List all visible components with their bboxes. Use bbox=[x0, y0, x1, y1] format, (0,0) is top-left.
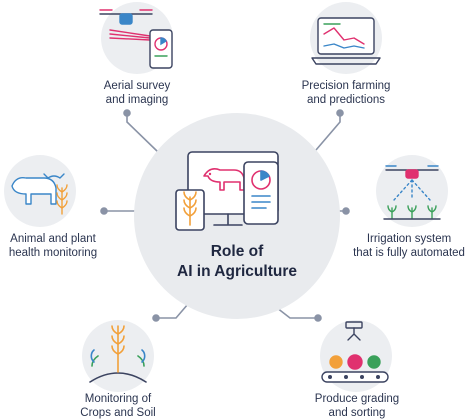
label-animal-line2: health monitoring bbox=[8, 247, 98, 259]
label-aerial: Aerial survey and imaging bbox=[82, 79, 192, 107]
label-animal-line1: Animal and plant bbox=[10, 233, 96, 245]
label-irrigation: Irrigation system that is fully automate… bbox=[346, 232, 472, 260]
wheat-soil-icon bbox=[89, 325, 147, 383]
center-illustration-icon bbox=[175, 151, 279, 231]
center-title: Role of AI in Agriculture bbox=[137, 242, 337, 282]
connector-aerial bbox=[126, 113, 159, 153]
label-crops-line1: Monitoring of bbox=[84, 393, 152, 405]
conveyor-fruit-icon bbox=[321, 321, 389, 383]
label-produce-line2: and sorting bbox=[328, 407, 386, 419]
label-precision-line1: Precision farming bbox=[301, 80, 391, 92]
label-precision: Precision farming and predictions bbox=[281, 79, 411, 107]
laptop-chart-icon bbox=[311, 17, 381, 65]
cow-wheat-icon bbox=[11, 173, 68, 215]
label-irrigation-line1: Irrigation system bbox=[366, 233, 452, 245]
center-circle bbox=[134, 113, 340, 319]
irrigation-drone-icon bbox=[383, 165, 441, 220]
drone-phone-icon bbox=[99, 9, 173, 69]
center-title-line2: AI in Agriculture bbox=[177, 263, 297, 280]
label-animal: Animal and plant health monitoring bbox=[0, 232, 106, 260]
label-aerial-line1: Aerial survey bbox=[103, 80, 171, 92]
label-irrigation-line2: that is fully automated bbox=[353, 247, 465, 259]
label-aerial-line2: and imaging bbox=[105, 94, 169, 106]
label-produce: Produce grading and sorting bbox=[304, 392, 410, 420]
label-crops-line2: Crops and Soil bbox=[80, 407, 156, 419]
connector-precision bbox=[315, 113, 341, 151]
label-crops: Monitoring of Crops and Soil bbox=[68, 392, 168, 420]
label-produce-line1: Produce grading bbox=[314, 393, 400, 405]
connector-crops bbox=[156, 303, 189, 319]
center-title-line1: Role of bbox=[210, 243, 264, 260]
label-precision-line2: and predictions bbox=[307, 94, 385, 106]
